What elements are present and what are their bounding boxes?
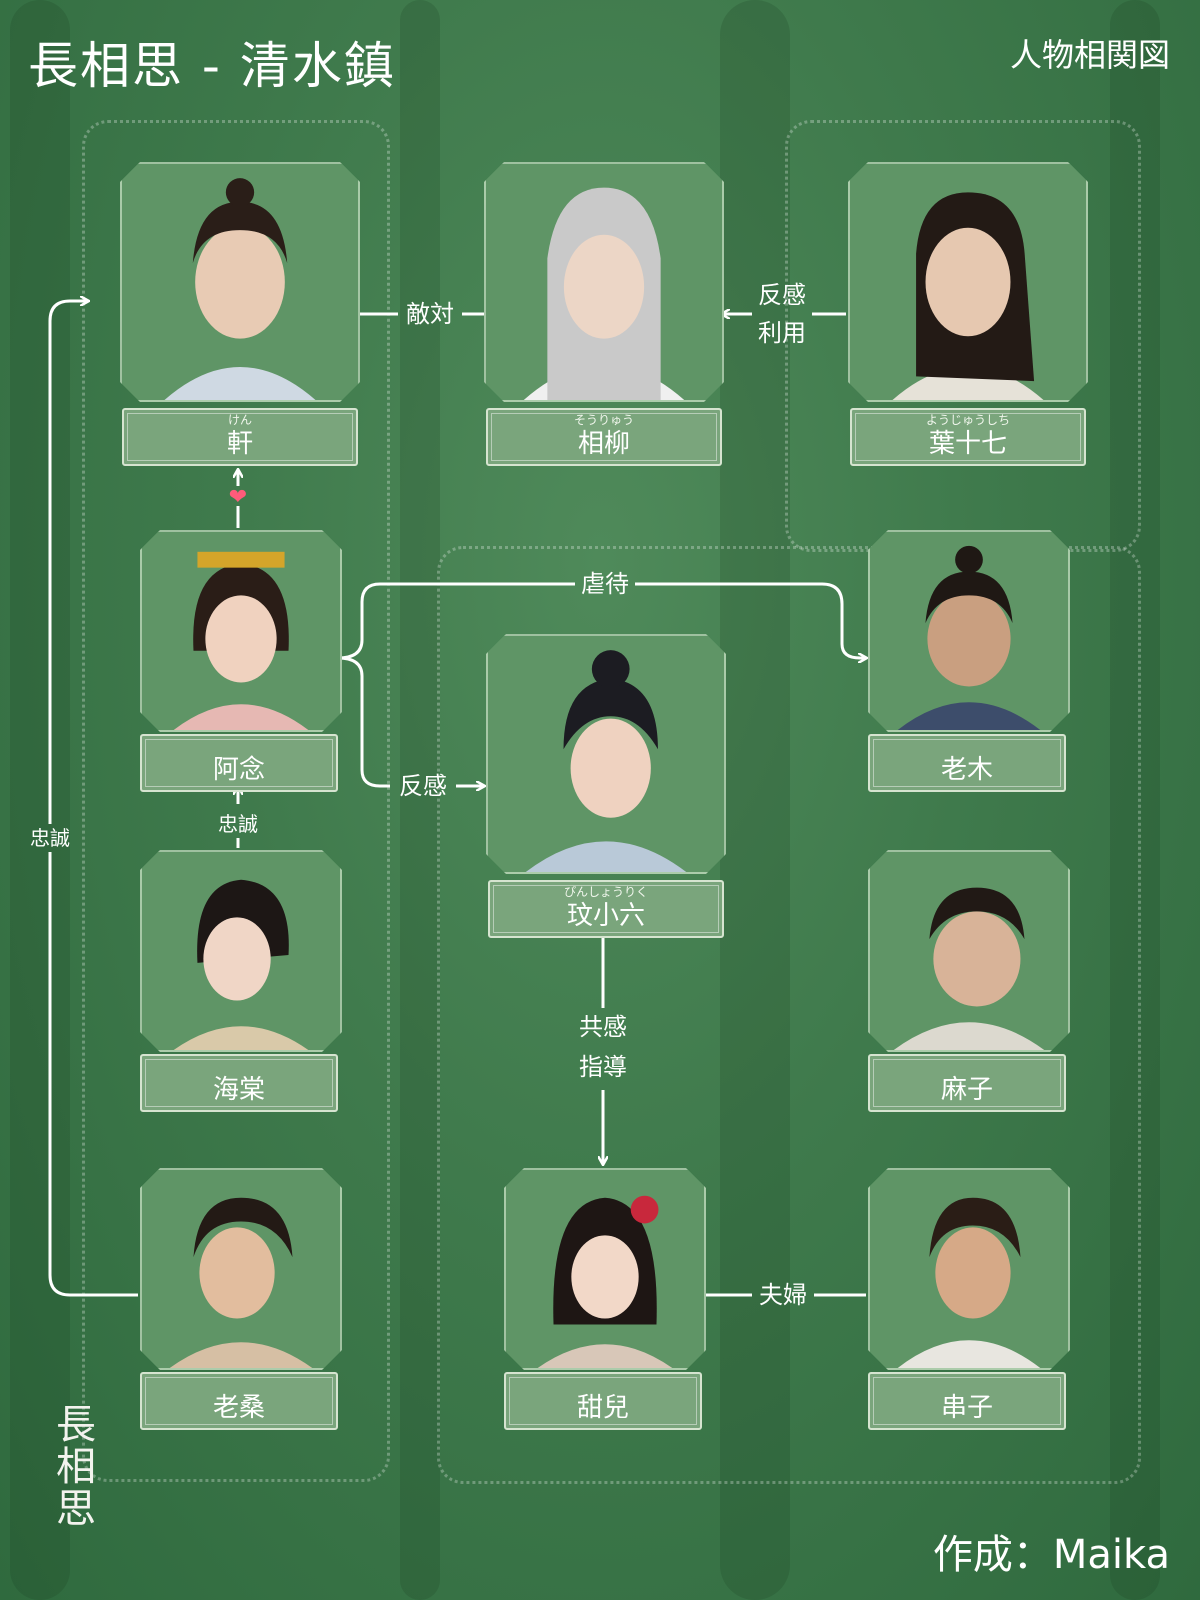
relation-label: 共感	[579, 1013, 627, 1041]
arrow-anen-rouboku	[635, 582, 866, 658]
portrait-kaidou	[140, 850, 342, 1052]
relation-label: 忠誠	[30, 826, 70, 850]
character-name: 玟小六	[566, 901, 645, 931]
person-icon	[122, 164, 358, 400]
background-trunk	[400, 0, 440, 1600]
relation-label: 夫婦	[759, 1281, 807, 1309]
logo-char: 相	[56, 1444, 96, 1490]
person-icon	[488, 636, 724, 872]
name-reading: そうりゅう	[573, 413, 634, 427]
author-credit: 作成：Maika	[932, 1532, 1170, 1578]
person-icon	[486, 164, 722, 400]
relation-label: 反感	[758, 281, 806, 309]
character-name: 甜兒	[576, 1393, 629, 1423]
portrait-souryu	[484, 162, 724, 402]
name-plate-kaidou: 海棠	[140, 1054, 338, 1112]
series-logo: 長 相 思	[56, 1404, 96, 1530]
page-subtitle: 人物相関図	[1009, 36, 1170, 74]
person-icon	[850, 164, 1086, 400]
relation-label: 敵対	[406, 300, 454, 328]
person-icon	[870, 532, 1068, 730]
relation-label: 利用	[758, 319, 806, 347]
portrait-rouboku	[868, 530, 1070, 732]
character-name: 老木	[940, 755, 993, 785]
portrait-kushiko	[868, 1168, 1070, 1370]
relation-label: 反感	[399, 772, 447, 800]
name-plate-rousou: 老桑	[140, 1372, 338, 1430]
name-plate-rouboku: 老木	[868, 734, 1066, 792]
logo-char: 思	[56, 1486, 96, 1532]
character-name: 葉十七	[928, 429, 1007, 459]
group-left	[82, 120, 390, 1482]
character-name: 串子	[940, 1393, 993, 1423]
name-reading: ようじゅうしち	[925, 413, 1010, 427]
name-plate-anen: 阿念	[140, 734, 338, 792]
relation-label: 指導	[579, 1053, 627, 1081]
page-title: 長相思 - 清水鎮	[28, 37, 396, 95]
person-icon	[870, 852, 1068, 1050]
relation-label: 虐待	[581, 570, 629, 598]
character-name: 老桑	[212, 1393, 265, 1423]
person-icon	[142, 1170, 340, 1368]
portrait-ken	[120, 162, 360, 402]
portrait-mako	[868, 850, 1070, 1052]
line-anen-rouboku	[337, 582, 575, 660]
background-trunk	[10, 0, 70, 1600]
name-reading: ぴんしょうりく	[563, 885, 648, 899]
portrait-tenji	[504, 1168, 706, 1370]
person-icon	[142, 532, 340, 730]
portrait-youjuushichi	[848, 162, 1088, 402]
portrait-anen	[140, 530, 342, 732]
logo-char: 長	[56, 1402, 96, 1448]
name-plate-youjuushichi: ようじゅうしち 葉十七	[850, 408, 1086, 466]
name-reading: けん	[227, 413, 252, 427]
character-name: 相柳	[577, 429, 630, 459]
heart-icon: ❤	[228, 485, 248, 510]
relation-label: 忠誠	[218, 812, 258, 836]
group-bottom-right	[437, 546, 1141, 1484]
character-name: 軒	[226, 429, 253, 459]
name-plate-kushiko: 串子	[868, 1372, 1066, 1430]
name-plate-ken: けん 軒	[122, 408, 358, 466]
name-plate-bunshouroku: ぴんしょうりく 玟小六	[488, 880, 724, 938]
name-plate-tenji: 甜兒	[504, 1372, 702, 1430]
person-icon	[142, 852, 340, 1050]
portrait-bunshouroku	[486, 634, 726, 874]
arrow-rousou-ken	[48, 301, 88, 824]
background-trunk	[720, 0, 790, 1600]
name-plate-mako: 麻子	[868, 1054, 1066, 1112]
background-trunk	[1110, 0, 1160, 1600]
character-name: 海棠	[212, 1075, 265, 1105]
line-anen-bunshouroku	[337, 656, 390, 788]
name-plate-souryu: そうりゅう 相柳	[486, 408, 722, 466]
line-rousou-ken	[48, 852, 138, 1297]
character-name: 麻子	[940, 1075, 993, 1105]
person-icon	[870, 1170, 1068, 1368]
person-icon	[506, 1170, 704, 1368]
portrait-rousou	[140, 1168, 342, 1370]
character-name: 阿念	[212, 755, 265, 785]
